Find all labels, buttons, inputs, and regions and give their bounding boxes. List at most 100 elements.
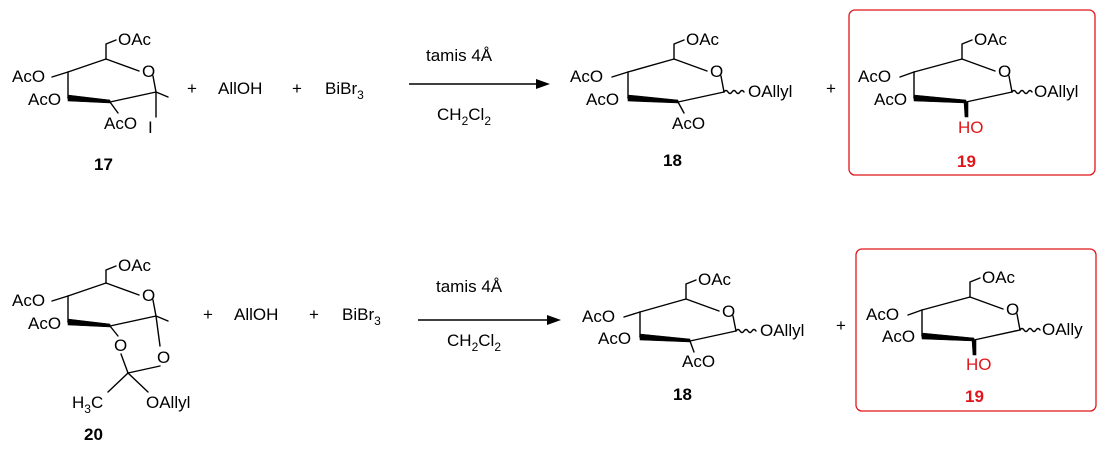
compound-number: 19 <box>957 152 976 171</box>
c1-h-stub <box>155 315 169 322</box>
orthoester-c-oallyl-bond <box>127 372 149 393</box>
c6-c5-bond <box>969 277 981 298</box>
conditions-below: CH2Cl2 <box>447 331 501 354</box>
anomeric-wavy-bond <box>735 328 757 334</box>
anomeric-group-label: I <box>148 118 153 137</box>
c3-c2-wedge <box>67 318 111 328</box>
compound-19: OAc O AcO AcO HO OAllyl 19 <box>858 30 1078 171</box>
orthoester-allyl-label: OAllyl <box>146 393 190 412</box>
c4-group-label: AcO <box>866 305 899 324</box>
compound-18: OAc O AcO AcO AcO OAllyl 18 <box>570 30 792 170</box>
c4-o-bond <box>899 71 915 78</box>
c3-c2-wedge <box>913 94 967 104</box>
c6-group-label: OAc <box>698 270 732 289</box>
anomeric-group-label: OAlly <box>1042 320 1083 339</box>
c2-c1-bond <box>689 330 737 342</box>
c5-c4-bond <box>627 58 675 73</box>
orthoester-o1-label: O <box>157 348 170 367</box>
compound-number: 18 <box>663 151 682 170</box>
c2-c1-bond <box>677 91 725 103</box>
c6-group-label: OAc <box>686 30 720 49</box>
c4-group-label: AcO <box>858 67 891 86</box>
c3-c2-wedge <box>627 94 679 104</box>
c2-hydroxyl-label: HO <box>966 355 992 374</box>
c4-group-label: AcO <box>12 291 45 310</box>
conditions-above: tamis 4Å <box>436 277 503 296</box>
anomeric-group-label: OAllyl <box>760 321 804 340</box>
c5-c4-bond <box>67 282 107 297</box>
c3-group-label: AcO <box>882 327 915 346</box>
c3-group-label: AcO <box>28 90 61 109</box>
ring-oxygen-label: O <box>710 62 723 81</box>
o5-c1-bond <box>152 299 157 317</box>
c6-group-label: OAc <box>982 268 1016 287</box>
c3-c2-wedge <box>921 332 975 342</box>
c4-o-bond <box>51 295 69 302</box>
compound-number: 20 <box>84 425 103 444</box>
c2-group-label: AcO <box>104 114 137 133</box>
compound-19: OAc O AcO AcO HO OAlly 19 <box>866 268 1083 406</box>
c4-o-bond <box>623 311 641 318</box>
anomeric-wavy-bond <box>1019 327 1041 333</box>
o1-orthoester-c-bond <box>127 365 161 374</box>
compound-20: OAc O AcO AcO O O H3C OAllyl 20 <box>12 256 190 444</box>
c2-c1-bond <box>965 91 1013 103</box>
c6-c5-bond <box>961 39 973 60</box>
c2-hydroxyl-wedge <box>963 101 969 118</box>
anomeric-group-label: OAllyl <box>1034 82 1078 101</box>
anomeric-wavy-bond <box>723 89 745 95</box>
ring-oxygen-label: O <box>1006 300 1019 319</box>
c5-o5-bond <box>673 58 708 72</box>
c3-group-label: AcO <box>586 90 619 109</box>
orthoester-o2-label: O <box>114 336 127 355</box>
c6-c5-bond <box>673 39 685 60</box>
c2-o-bond <box>109 325 119 337</box>
o5-c1-bond <box>1008 75 1013 93</box>
orthoester-c-methyl-bond <box>107 372 129 393</box>
reagent-allyl-alcohol: AllOH <box>218 79 262 98</box>
compound-18: OAc O AcO AcO AcO OAllyl 18 <box>582 270 804 404</box>
ring-oxygen-label: O <box>142 286 155 305</box>
c2-hydroxyl-wedge <box>971 339 977 356</box>
c6-group-label: OAc <box>118 30 152 49</box>
c5-c4-bond <box>913 58 963 73</box>
c3-c2-wedge <box>639 333 691 343</box>
o5-c1-bond <box>1016 313 1021 331</box>
c4-group-label: AcO <box>582 307 615 326</box>
c4-o-bond <box>51 71 69 78</box>
c4-o-bond <box>907 309 923 316</box>
c6-group-label: OAc <box>118 256 152 275</box>
orthoester-methyl-label: H3C <box>72 393 103 416</box>
product-19-highlight-box <box>855 248 1097 412</box>
c4-group-label: AcO <box>570 67 603 86</box>
c2-c1-bond <box>973 329 1021 341</box>
c6-c5-bond <box>105 39 117 60</box>
reaction-arrow-1: tamis 4Å CH2Cl2 <box>409 46 550 128</box>
o2-orthoester-c-bond <box>120 353 129 374</box>
c3-group-label: AcO <box>598 329 631 348</box>
c5-o5-bond <box>105 282 140 296</box>
reagent-bismuth-bromide: BiBr3 <box>342 305 381 328</box>
c2-hydroxyl-label: HO <box>958 118 984 137</box>
c2-oac-bond <box>677 101 685 114</box>
c4-o-bond <box>611 71 629 78</box>
conditions-below: CH2Cl2 <box>437 105 491 128</box>
c2-c1-bond <box>109 315 157 327</box>
c3-group-label: AcO <box>28 314 61 333</box>
c5-c4-bond <box>67 58 107 73</box>
plus-sign-1: + <box>203 305 213 324</box>
arrow-head <box>547 315 561 325</box>
compound-number: 19 <box>965 387 984 406</box>
c2-oac-bond <box>109 101 119 114</box>
o5-c1-bond <box>720 75 725 93</box>
o5-c1-bond <box>732 315 737 332</box>
anomeric-wavy-bond <box>1011 89 1033 95</box>
conditions-above: tamis 4Å <box>426 46 493 65</box>
c1-o-bond <box>155 315 161 347</box>
c6-group-label: OAc <box>974 30 1008 49</box>
c5-o5-bond <box>105 58 140 72</box>
product-19-highlight-box <box>848 9 1096 176</box>
c3-group-label: AcO <box>874 90 907 109</box>
